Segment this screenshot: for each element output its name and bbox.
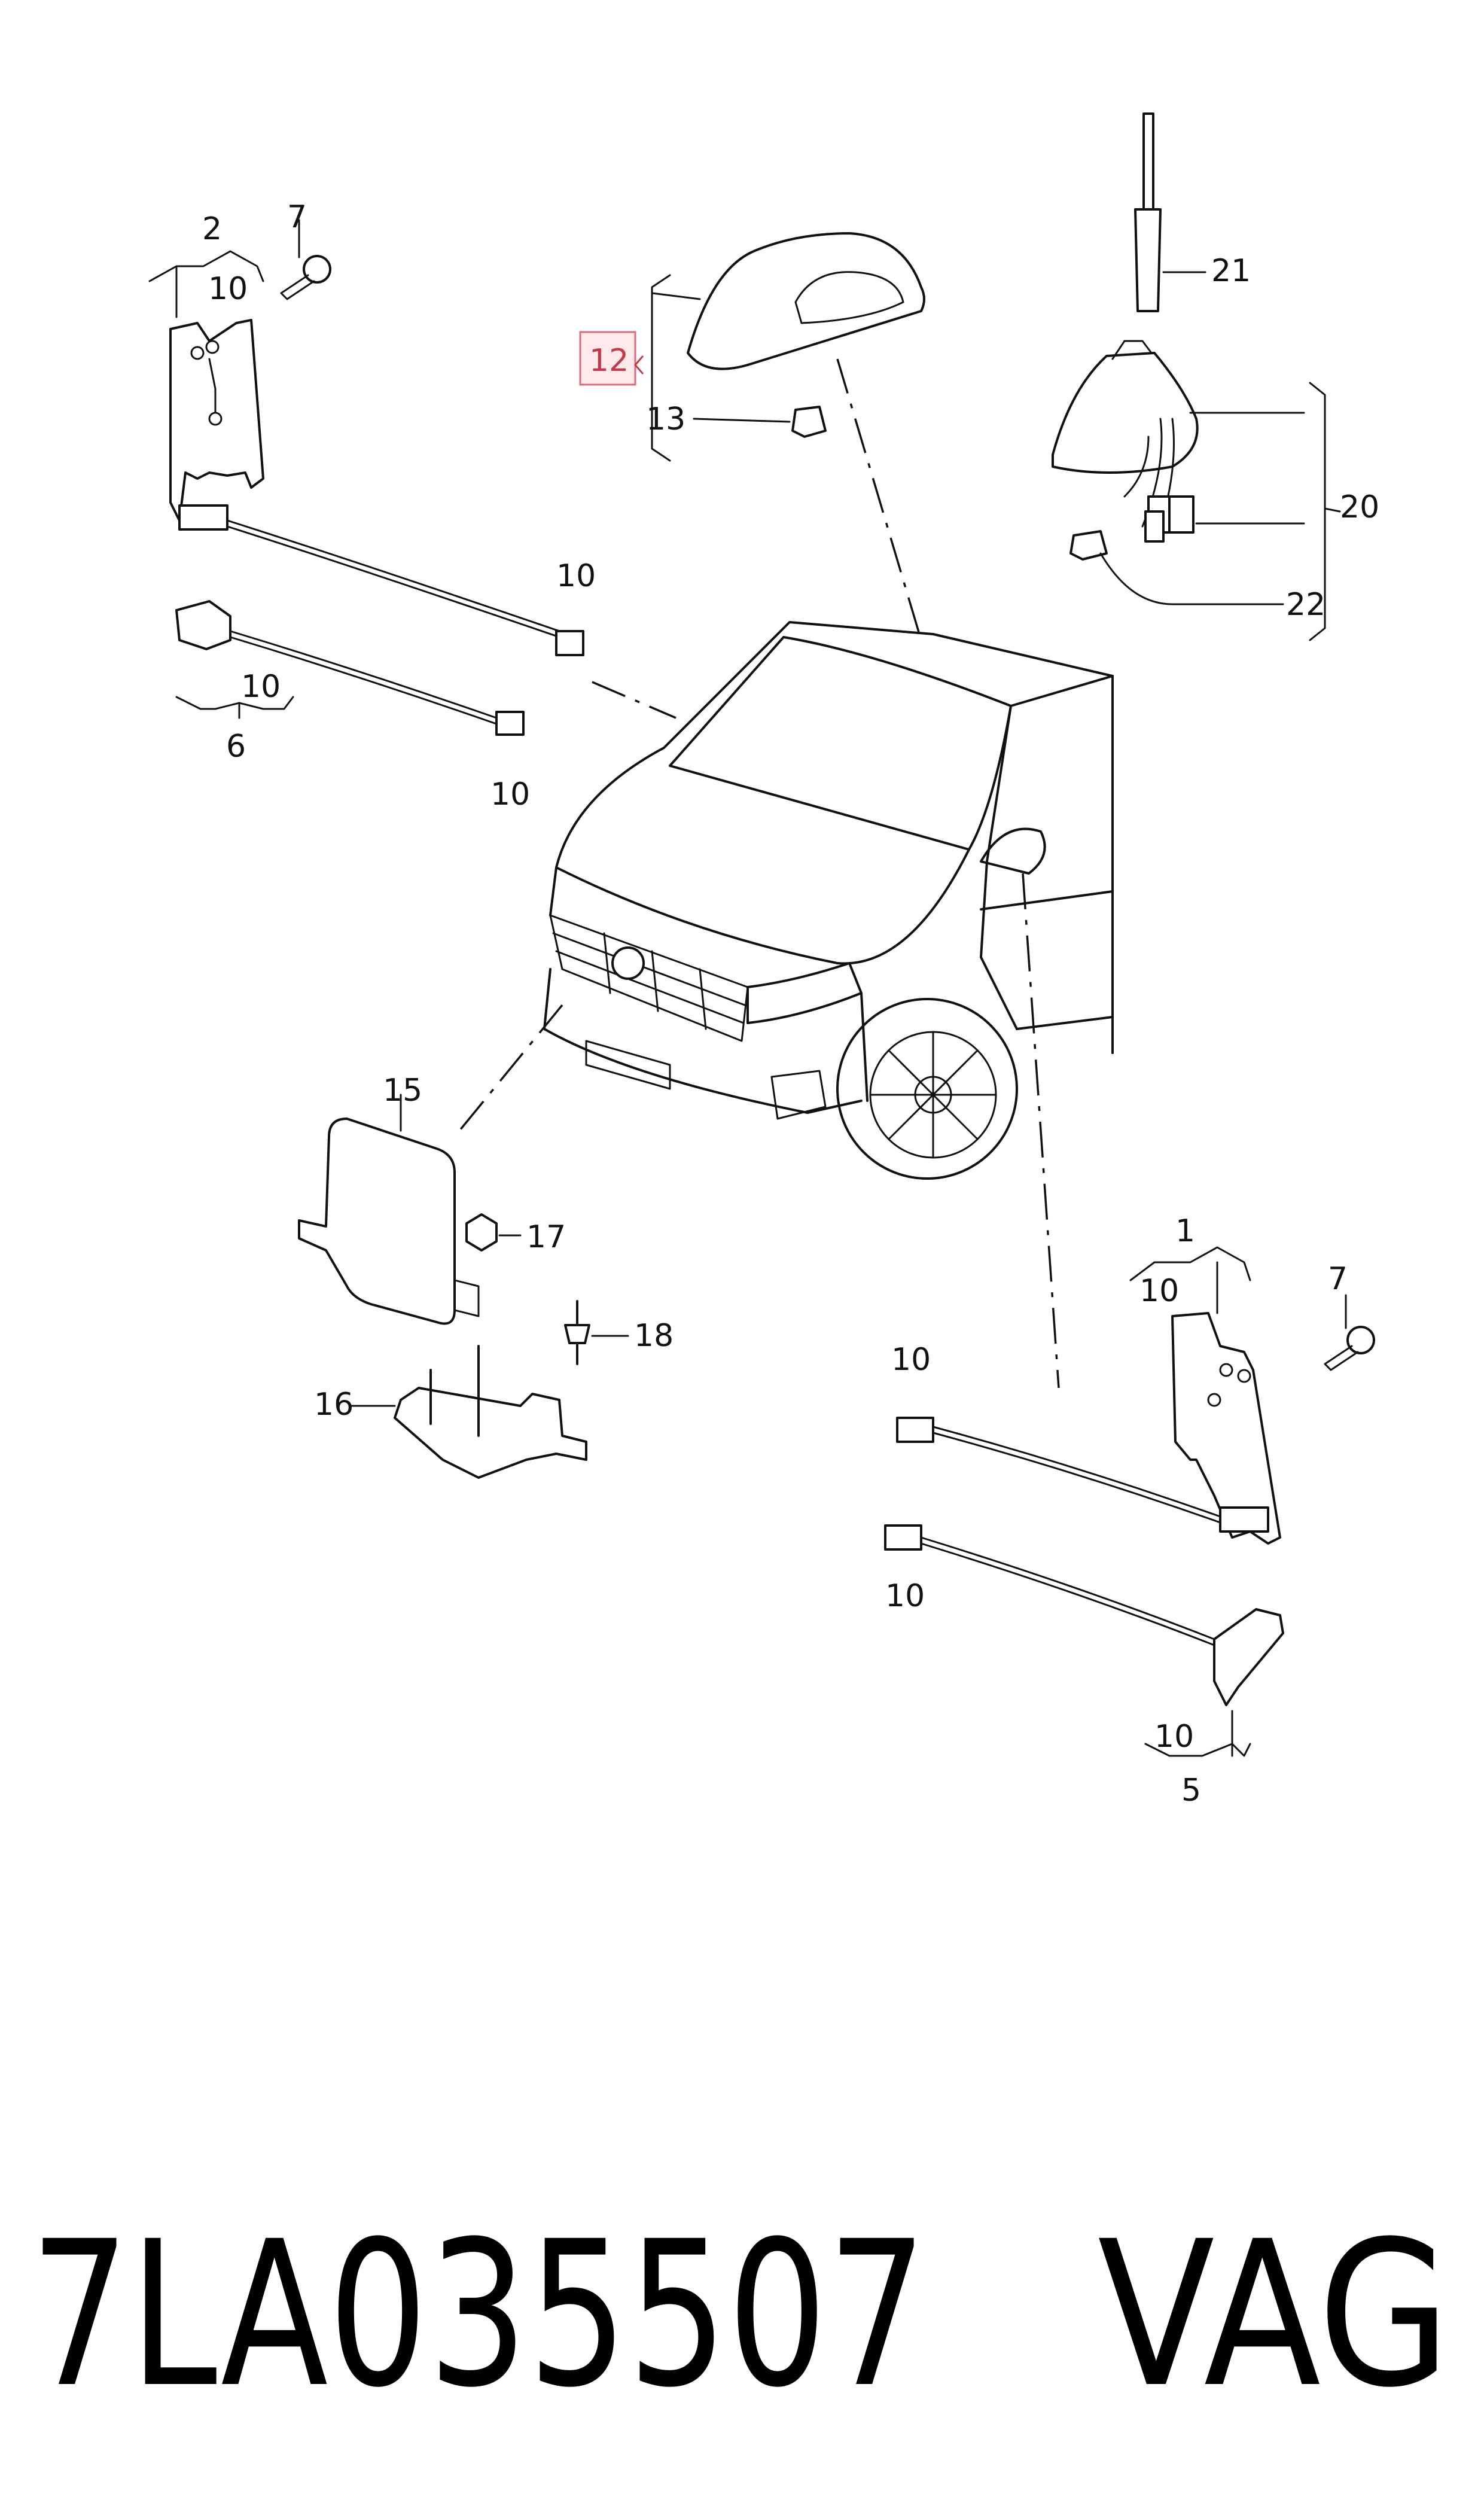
- part-15-control-unit: [298, 1094, 480, 1325]
- callout-12: 12: [589, 343, 629, 379]
- callout-15: 15: [383, 1073, 422, 1109]
- part-5-patch-antenna: [884, 1524, 1284, 1757]
- callout-17: 17: [526, 1219, 566, 1255]
- callout-5: 5: [1181, 1773, 1201, 1808]
- part-12-roof-antenna: [651, 232, 925, 462]
- part-18-clip: [564, 1300, 629, 1365]
- part-16-bracket: [349, 1345, 587, 1479]
- part-20-antenna-base: [1052, 340, 1341, 641]
- callout-10: 10: [208, 271, 248, 307]
- part-1-antenna-board: [896, 1246, 1281, 1545]
- callout-10: 10: [1139, 1273, 1179, 1309]
- callout-21: 21: [1211, 253, 1251, 289]
- part-13-grommet: [693, 406, 827, 438]
- callout-12-highlight: [579, 331, 636, 386]
- callout-16: 16: [314, 1387, 354, 1423]
- callout-22: 22: [1286, 587, 1325, 623]
- callout-1: 1: [1175, 1213, 1195, 1249]
- callout-10: 10: [885, 1578, 925, 1614]
- callouts: 2 7 10 10 10 6 10 12 13 21 20 22 15 17 1…: [202, 199, 1379, 1808]
- part-2-antenna-board: [148, 250, 584, 656]
- callout-10: 10: [241, 669, 281, 705]
- callout-10: 10: [891, 1342, 931, 1378]
- part-17-nut: [465, 1213, 522, 1252]
- part-number: 7LA035507: [30, 2199, 927, 2432]
- footer: 7LA035507 VAG: [30, 2199, 1451, 2432]
- part-6-patch-antenna: [175, 600, 525, 736]
- callout-18: 18: [634, 1318, 674, 1354]
- brand-name: VAG: [1098, 2199, 1451, 2432]
- callout-13: 13: [646, 401, 685, 437]
- part-7-screw: [280, 219, 331, 300]
- vehicle-illustration: [543, 621, 1114, 1180]
- callout-10: 10: [1154, 1719, 1194, 1755]
- callout-2: 2: [202, 211, 222, 247]
- leader-lines: [453, 358, 1060, 1389]
- part-22-grommet: [1069, 530, 1284, 605]
- part-21-antenna-rod: [1134, 112, 1206, 312]
- callout-7: 7: [1328, 1261, 1348, 1297]
- callout-10: 10: [490, 777, 530, 812]
- callout-10: 10: [556, 558, 596, 594]
- callout-7: 7: [287, 199, 307, 235]
- callout-6: 6: [226, 729, 246, 765]
- part-7-screw-right: [1324, 1294, 1375, 1371]
- callout-20: 20: [1340, 489, 1379, 525]
